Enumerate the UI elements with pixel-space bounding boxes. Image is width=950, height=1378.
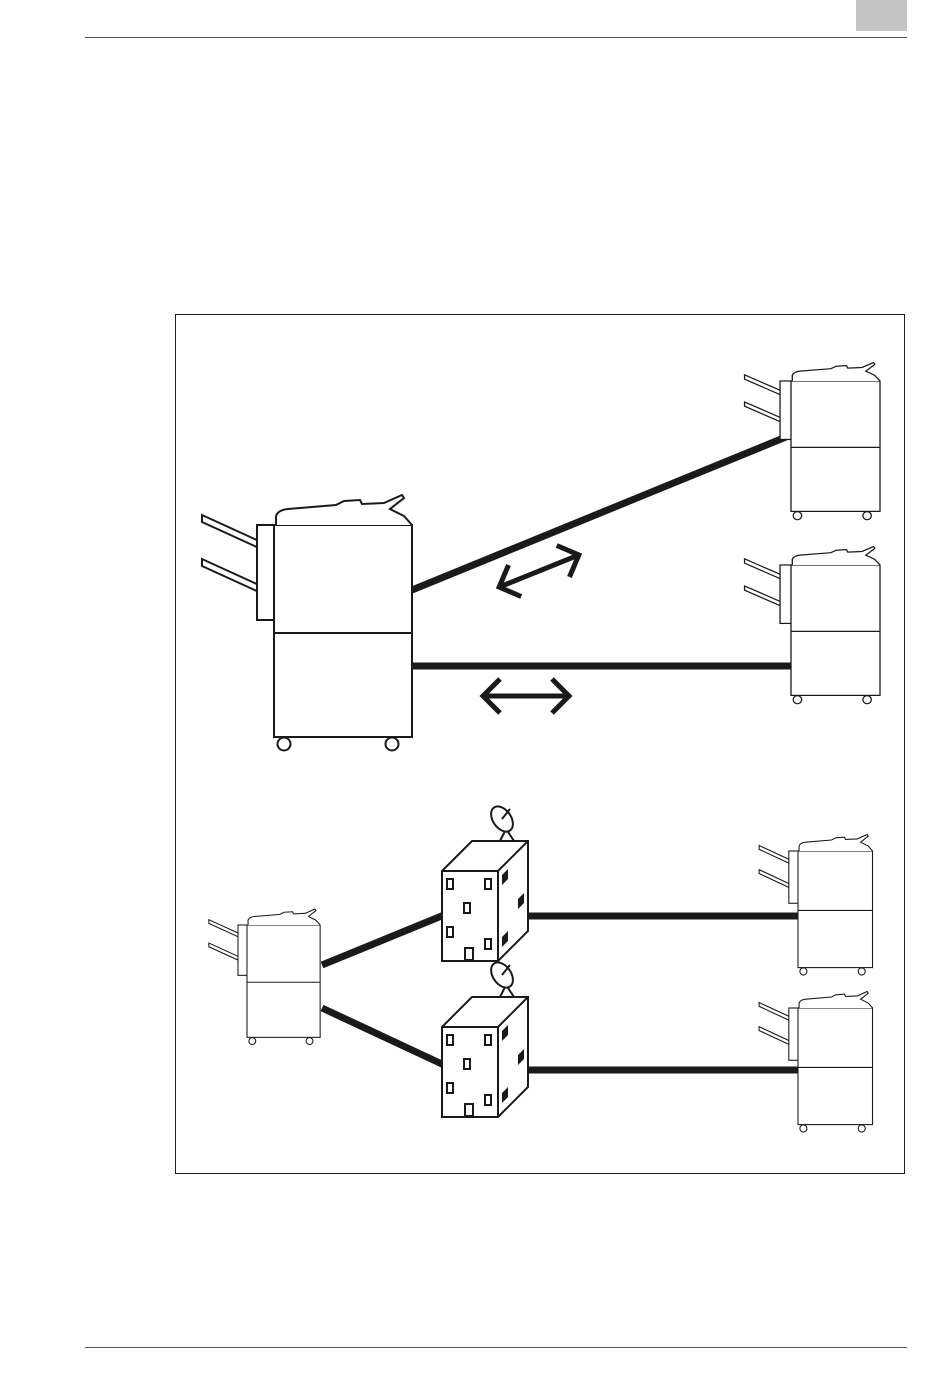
office-building-with-satellite-dish <box>442 958 528 1117</box>
network-illustration <box>176 315 906 1175</box>
copier-machine-main <box>202 495 412 751</box>
copier-machine-remote-2 <box>745 547 880 704</box>
office-building-with-satellite-dish <box>442 802 528 961</box>
footer-divider <box>85 1347 907 1348</box>
copier-machine-remote-1 <box>745 363 880 520</box>
double-arrow-icon <box>483 679 569 713</box>
network-illustration-frame <box>175 314 905 1174</box>
header-divider <box>85 37 907 38</box>
copier-machine-remote-4 <box>759 992 872 1133</box>
connection-line-to-building-1 <box>322 915 444 965</box>
copier-machine-remote-3 <box>759 835 872 976</box>
copier-machine-small <box>209 909 320 1044</box>
connection-line-to-building-2 <box>322 1008 444 1065</box>
page-tab-marker <box>856 0 907 31</box>
connection-line-diagonal <box>412 437 786 590</box>
